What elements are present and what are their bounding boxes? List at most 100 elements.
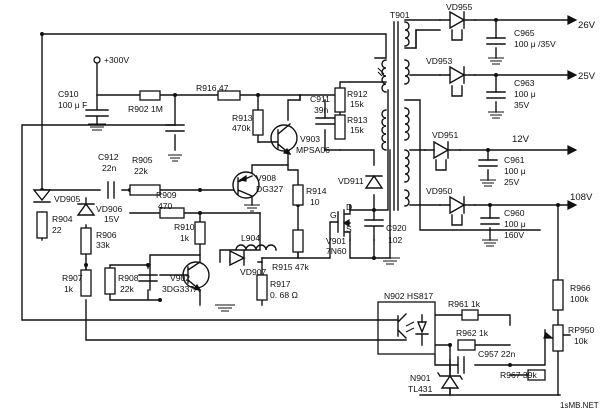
resistor-r904	[36, 211, 48, 239]
label-r910: R910	[174, 222, 195, 232]
label-vd951: VD951	[432, 130, 458, 140]
label-v908t: DG327	[256, 184, 283, 194]
capacitor-c965	[486, 37, 506, 45]
transistor-v903	[270, 123, 298, 155]
inductor-l904	[235, 244, 277, 251]
label-r917v: 0. 68 Ω	[270, 290, 299, 300]
label-v902t: 3DG337A	[162, 284, 200, 294]
label-v908: V908	[256, 173, 276, 183]
regulator-n901	[437, 367, 463, 396]
label-r913bv: 15k	[350, 125, 365, 135]
label-v901t: 7N60	[326, 246, 347, 256]
label-vd906: VD906	[96, 204, 122, 214]
label-r909: R909	[156, 190, 177, 200]
label-r917: R917	[270, 279, 291, 289]
resistor-r907	[80, 269, 92, 297]
transistor-v908	[232, 171, 260, 212]
label-c961v2: 25V	[504, 177, 520, 187]
label-r910v: 1k	[180, 233, 190, 243]
label-n901t: TL431	[408, 384, 433, 394]
label-r961: R961 1k	[448, 299, 481, 309]
label-c920v: 102	[388, 235, 403, 245]
label-r906v: 33k	[96, 240, 111, 250]
labels: +300V C910 100 μ F R902 1M R916 47 R913 …	[52, 2, 599, 410]
optocoupler-n902	[377, 301, 436, 355]
label-pin-g: G	[330, 210, 337, 220]
label-c963: C963	[514, 78, 535, 88]
label-c960v2: 160V	[504, 230, 524, 240]
label-c963v2: 35V	[514, 100, 530, 110]
label-r912: R912	[347, 89, 368, 99]
capacitor-c911	[315, 117, 335, 125]
resistor-r909	[159, 207, 185, 219]
label-vd953: VD953	[426, 56, 452, 66]
label-vd907: VD907	[240, 267, 266, 277]
resistor-r906	[80, 227, 92, 255]
label-l904: L904	[241, 233, 260, 243]
label-r907v: 1k	[64, 284, 74, 294]
capacitor-c920	[364, 219, 384, 241]
resistor-r905	[129, 184, 161, 196]
resistor-r967	[527, 369, 546, 381]
label-out12: 12V	[512, 134, 530, 145]
resistor-r910	[194, 221, 206, 245]
transistor-v902	[159, 261, 210, 291]
label-c912: C912	[98, 152, 119, 162]
diode-vd953	[439, 65, 476, 97]
capacitor-c912	[107, 181, 115, 199]
label-r908: R908	[118, 273, 139, 283]
label-r916: R916 47	[196, 83, 229, 93]
label-vd905: VD905	[54, 194, 80, 204]
output-arrows	[567, 15, 578, 210]
label-c960v1: 100 μ	[504, 219, 526, 229]
label-r913a: R913	[232, 113, 253, 123]
label-vd950: VD950	[426, 186, 452, 196]
label-v903: V903	[300, 134, 320, 144]
label-c965v: 100 μ /35V	[514, 39, 556, 49]
label-r966v: 100k	[570, 294, 589, 304]
resistor-r913a	[252, 109, 264, 136]
label-r909v: 470	[158, 201, 173, 211]
diode-vd911	[364, 174, 384, 189]
label-rp950: RP950	[568, 325, 594, 335]
label-vd911: VD911	[338, 176, 364, 186]
resistor-r912	[334, 87, 346, 113]
label-out25: 25V	[578, 71, 596, 82]
resistor-r914	[292, 184, 304, 206]
label-c960: C960	[504, 208, 525, 218]
label-out26: 26V	[578, 20, 596, 31]
label-plus300: +300V	[104, 55, 129, 65]
watermark-text: 1sMB.NET	[560, 401, 599, 410]
diode-vd955	[439, 10, 476, 41]
label-c912v: 22n	[102, 163, 117, 173]
label-c910: C910	[58, 89, 79, 99]
capacitor-c960	[480, 217, 500, 225]
label-n901: N901	[410, 373, 431, 383]
capacitor-c910	[85, 94, 109, 131]
label-v901: V901	[326, 236, 346, 246]
label-r913av: 470k	[232, 123, 251, 133]
potentiometer-rp950	[543, 324, 564, 352]
label-t901: T901	[390, 10, 410, 20]
label-c957: C957 22n	[478, 349, 515, 359]
label-n902: N902 HS817	[384, 291, 433, 301]
label-r905v: 22k	[134, 166, 149, 176]
label-c910v: 100 μ F	[58, 100, 87, 110]
label-r912v: 15k	[350, 99, 365, 109]
label-r962: R962 1k	[456, 328, 489, 338]
resistor-r908	[104, 267, 116, 295]
ground-symbols	[215, 57, 504, 396]
label-c961: C961	[504, 155, 525, 165]
label-v902: V902	[170, 273, 190, 283]
label-r915: R915 47k	[272, 262, 309, 272]
label-vd955: VD955	[446, 2, 472, 12]
label-c920: C920	[386, 223, 407, 233]
capacitor-r908-parallel	[138, 274, 158, 282]
label-r913b: R913	[347, 115, 368, 125]
label-pin-d: D	[346, 202, 352, 212]
label-r902: R902 1M	[128, 104, 163, 114]
label-c961v1: 100 μ	[504, 166, 526, 176]
diode-vd905	[32, 189, 52, 203]
resistor-r917	[256, 274, 268, 301]
